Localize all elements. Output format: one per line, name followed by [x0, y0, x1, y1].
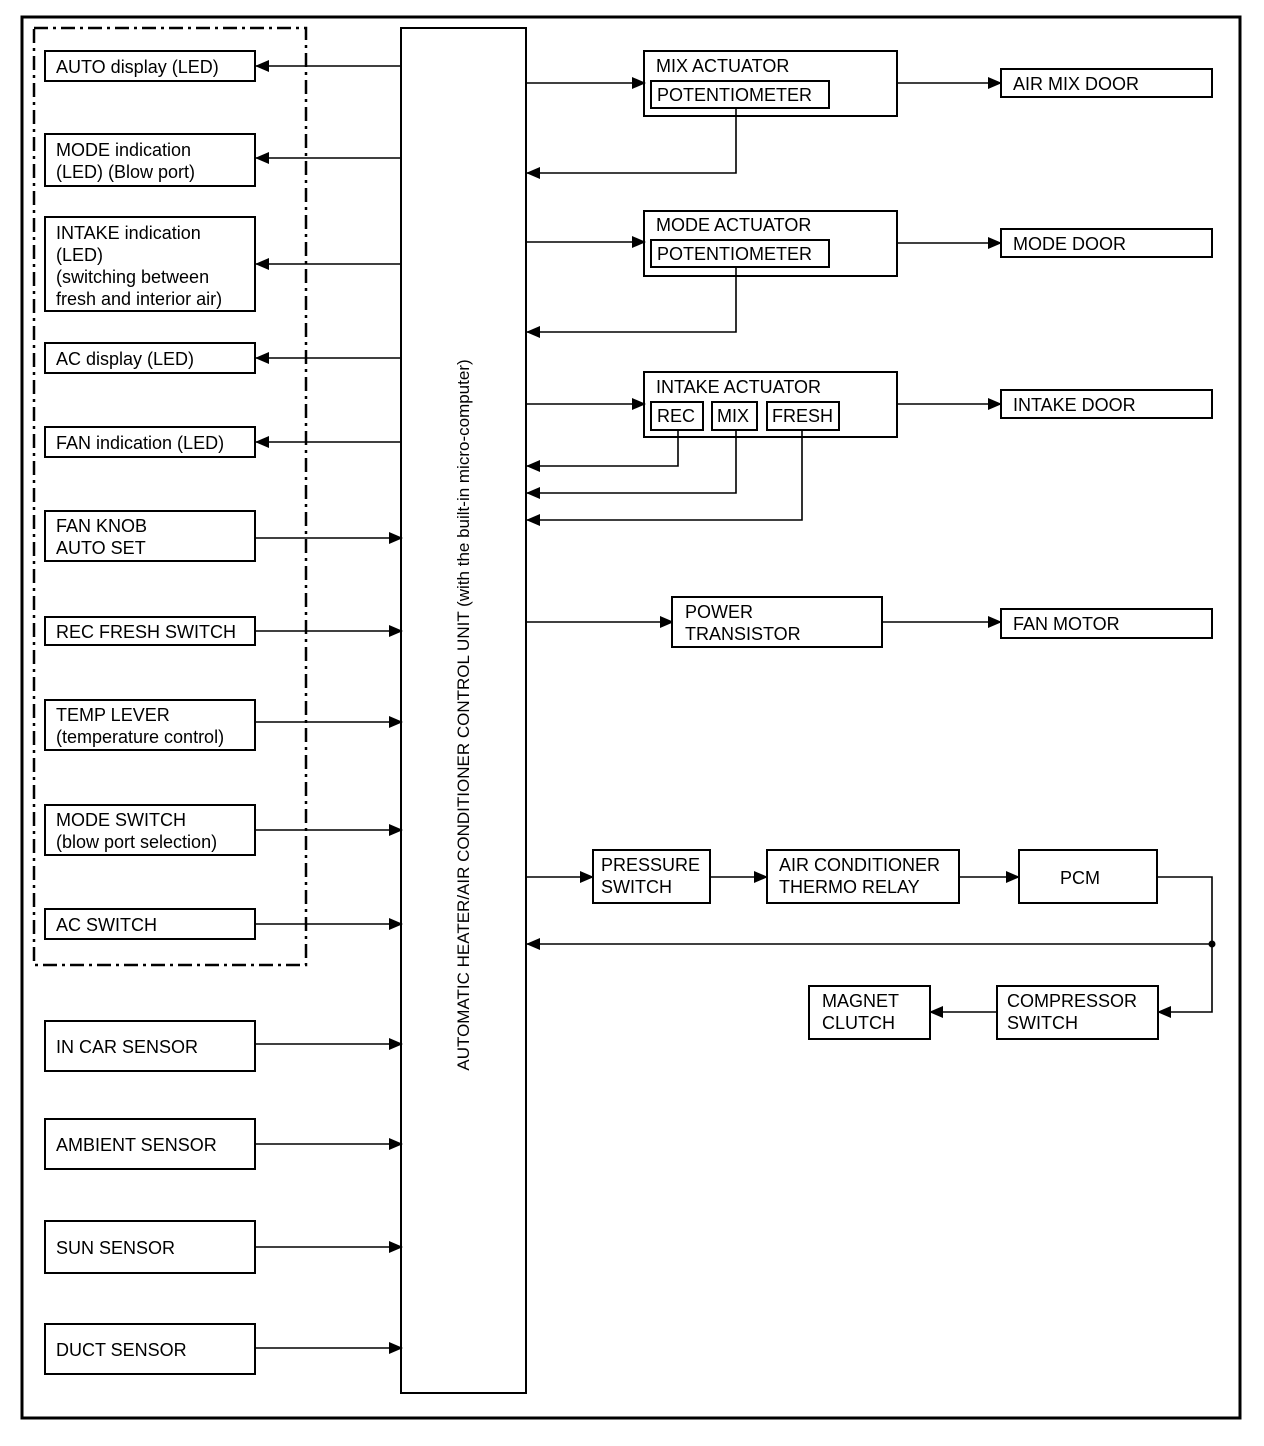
svg-text:MODE indication(LED) (Blow por: MODE indication(LED) (Blow port) — [56, 140, 195, 182]
svg-text:INTAKE DOOR: INTAKE DOOR — [1013, 395, 1136, 415]
panel-input-temp-lever: TEMP LEVER(temperature control) — [44, 699, 256, 751]
svg-text:MODE SWITCH(blow port selectio: MODE SWITCH(blow port selection) — [56, 810, 217, 852]
control-unit-box — [400, 27, 527, 1394]
svg-text:INTAKE ACTUATOR: INTAKE ACTUATOR — [656, 377, 821, 397]
mode-actuator: MODE ACTUATOR POTENTIOMETER — [643, 210, 898, 277]
panel-input-ac-switch: AC SWITCH — [44, 908, 256, 940]
wire-mix-pos-feedback — [526, 431, 737, 499]
intake-mix — [711, 401, 758, 431]
sensor-sun: SUN SENSOR — [44, 1220, 256, 1274]
mode-potentiometer — [650, 239, 830, 268]
svg-text:AC SWITCH: AC SWITCH — [56, 915, 157, 935]
sensor-in-car: IN CAR SENSOR — [44, 1020, 256, 1072]
outer-frame — [20, 15, 1242, 1420]
air-mix-door: AIR MIX DOOR — [1000, 68, 1213, 98]
svg-text:MODE DOOR: MODE DOOR — [1013, 234, 1126, 254]
mix-actuator: MIX ACTUATOR POTENTIOMETER — [643, 50, 898, 117]
svg-text:POTENTIOMETER: POTENTIOMETER — [657, 85, 812, 105]
intake-fresh — [766, 401, 840, 431]
svg-text:DUCT SENSOR: DUCT SENSOR — [56, 1340, 187, 1360]
control-panel-boundary — [32, 26, 308, 967]
svg-text:SUN SENSOR: SUN SENSOR — [56, 1238, 175, 1258]
wire-pcm-out — [1157, 876, 1213, 944]
svg-text:IN CAR SENSOR: IN CAR SENSOR — [56, 1037, 198, 1057]
panel-output-mode-indication: MODE indication(LED) (Blow port) — [44, 133, 256, 187]
panel-output-intake-indication: INTAKE indication(LED)(switching between… — [44, 216, 256, 312]
wire-fresh-feedback — [526, 431, 803, 526]
svg-text:REC FRESH SWITCH: REC FRESH SWITCH — [56, 622, 236, 642]
svg-text:MODE ACTUATOR: MODE ACTUATOR — [656, 215, 811, 235]
intake-actuator: INTAKE ACTUATOR REC MIX FRESH — [643, 371, 898, 438]
wire-mode-feedback — [526, 268, 737, 338]
svg-text:AC display (LED): AC display (LED) — [56, 349, 194, 369]
svg-text:TEMP LEVER(temperature control: TEMP LEVER(temperature control) — [56, 705, 224, 747]
svg-text:FRESH: FRESH — [772, 406, 833, 426]
control-unit-label: AUTOMATIC HEATER/AIR CONDITIONER CONTROL… — [454, 359, 473, 1070]
pcm: PCM — [1018, 849, 1158, 904]
svg-text:FAN indication (LED): FAN indication (LED) — [56, 433, 224, 453]
panel-input-mode-switch: MODE SWITCH(blow port selection) — [44, 804, 256, 856]
panel-output-fan-indication: FAN indication (LED) — [44, 426, 256, 458]
panel-output-auto-display: AUTO display (LED) — [44, 50, 256, 82]
panel-output-ac-display: AC display (LED) — [44, 342, 256, 374]
svg-text:MIX: MIX — [717, 406, 749, 426]
svg-text:AMBIENT SENSOR: AMBIENT SENSOR — [56, 1135, 217, 1155]
sensor-duct: DUCT SENSOR — [44, 1323, 256, 1375]
mix-potentiometer — [650, 80, 830, 109]
svg-text:PCM: PCM — [1060, 868, 1100, 888]
svg-text:FAN MOTOR: FAN MOTOR — [1013, 614, 1120, 634]
svg-text:INTAKE indication(LED)(switchi: INTAKE indication(LED)(switching between… — [56, 223, 222, 309]
fan-motor: FAN MOTOR — [1000, 608, 1213, 639]
panel-input-rec-fresh-switch: REC FRESH SWITCH — [44, 616, 256, 646]
svg-text:POTENTIOMETER: POTENTIOMETER — [657, 244, 812, 264]
wire-to-compressor-switch — [1157, 944, 1213, 1018]
svg-text:MIX ACTUATOR: MIX ACTUATOR — [656, 56, 789, 76]
sensor-ambient: AMBIENT SENSOR — [44, 1118, 256, 1170]
wire-mix-feedback — [526, 109, 737, 179]
wire-rec-feedback — [526, 431, 679, 472]
mode-door: MODE DOOR — [1000, 228, 1213, 258]
svg-text:AUTO display (LED): AUTO display (LED) — [56, 57, 219, 77]
intake-rec — [650, 401, 704, 431]
svg-text:AIR MIX DOOR: AIR MIX DOOR — [1013, 74, 1139, 94]
svg-text:REC: REC — [657, 406, 695, 426]
intake-door: INTAKE DOOR — [1000, 389, 1213, 419]
